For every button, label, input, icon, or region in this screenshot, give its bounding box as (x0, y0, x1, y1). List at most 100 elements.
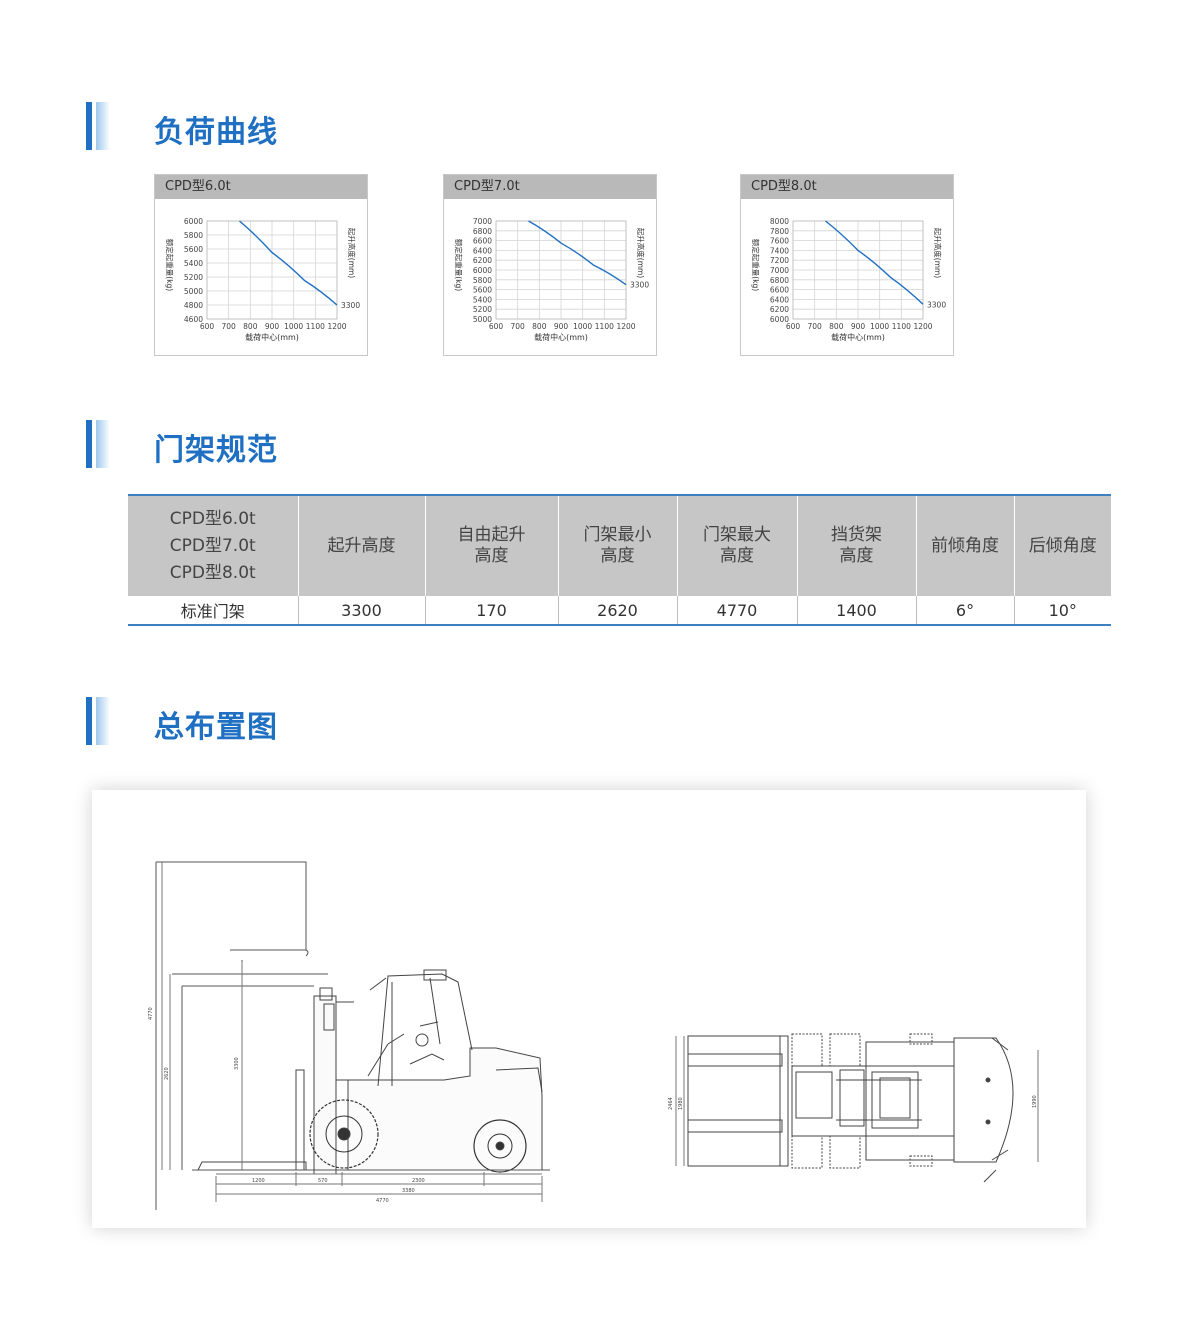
y-tick-label: 6200 (770, 305, 789, 314)
y-tick-label: 7800 (770, 227, 789, 236)
plot-frame (206, 220, 338, 320)
x-tick-label: 1200 (913, 322, 932, 331)
y-tick-label: 5400 (184, 259, 203, 268)
table-cell: 170 (425, 596, 559, 626)
y-axis-label: 额定起重量(kg) (454, 239, 464, 292)
y-tick-label: 7400 (770, 246, 789, 255)
chart-title: CPD型8.0t (741, 175, 953, 199)
y-tick-label: 6400 (473, 246, 492, 255)
model-label: CPD型8.0t (169, 562, 256, 583)
x-tick-label: 600 (200, 322, 215, 331)
table-cell: 6° (916, 596, 1015, 626)
table-cell: 4770 (677, 596, 798, 626)
x-tick-label: 800 (829, 322, 844, 331)
load-curve-line (528, 220, 627, 286)
y-tick-label: 5800 (473, 276, 492, 285)
y-tick-label: 6800 (770, 276, 789, 285)
y-tick-label: 6800 (473, 227, 492, 236)
header-min-mast-height: 门架最小 高度 (558, 494, 678, 596)
y-tick-label: 6000 (184, 217, 203, 226)
y-tick-label: 8000 (770, 217, 789, 226)
dim-label: 4770 (376, 1198, 389, 1204)
x-tick-label: 1000 (573, 322, 592, 331)
dim-label: 2464 (668, 1097, 674, 1110)
header-forward-tilt: 前倾角度 (916, 494, 1015, 596)
x-tick-label: 800 (243, 322, 258, 331)
y-tick-label: 7000 (473, 217, 492, 226)
y-tick-label: 5200 (184, 273, 203, 282)
plot-frame (495, 220, 627, 320)
table-cell: 10° (1014, 596, 1111, 626)
x-tick-label: 600 (786, 322, 801, 331)
y-tick-label: 5000 (184, 287, 203, 296)
x-tick-label: 700 (511, 322, 526, 331)
right-axis-label: 起升高度(mm) (636, 228, 646, 279)
heading-accent-bar (86, 102, 92, 150)
x-tick-label: 800 (532, 322, 547, 331)
forklift-drawing: 4770 2620 3300 1200 570 2300 3380 4770 2… (148, 861, 1039, 1210)
curve-label: 3300 (630, 281, 649, 290)
top-view (675, 1033, 1039, 1183)
y-tick-label: 5600 (473, 286, 492, 295)
y-tick-label: 4800 (184, 301, 203, 310)
x-tick-label: 1000 (284, 322, 303, 331)
x-tick-label: 700 (808, 322, 823, 331)
dimension-labels: 4770 2620 3300 1200 570 2300 3380 4770 2… (148, 1007, 1038, 1204)
y-tick-label: 6600 (473, 237, 492, 246)
y-tick-label: 5400 (473, 295, 492, 304)
section-title: 总布置图 (154, 710, 278, 745)
header-models: CPD型6.0t CPD型7.0t CPD型8.0t (128, 494, 299, 596)
dim-label: 1980 (678, 1097, 684, 1110)
heading-accent-gradient (96, 420, 110, 468)
x-axis-label: 载荷中心(mm) (245, 332, 299, 342)
load-curve-line (239, 220, 338, 306)
y-tick-label: 5800 (184, 231, 203, 240)
dim-label: 3380 (402, 1188, 415, 1194)
chart-title: CPD型6.0t (155, 175, 367, 199)
x-axis-label: 载荷中心(mm) (534, 332, 588, 342)
plot-frame (792, 220, 924, 320)
mast-spec-table: CPD型6.0t CPD型7.0t CPD型8.0t 起升高度 自由起升 高度 … (128, 494, 1111, 626)
x-tick-label: 700 (222, 322, 237, 331)
x-tick-label: 1000 (870, 322, 889, 331)
header-lift-height: 起升高度 (298, 494, 426, 596)
table-cell: 3300 (298, 596, 426, 626)
header-backward-tilt: 后倾角度 (1014, 494, 1111, 596)
y-tick-label: 4600 (184, 315, 203, 324)
dim-label: 2300 (412, 1178, 425, 1184)
y-tick-label: 6400 (770, 295, 789, 304)
table-cell: 标准门架 (128, 596, 299, 626)
heading-accent-gradient (96, 102, 110, 150)
section-title: 门架规范 (154, 433, 278, 468)
x-tick-label: 900 (554, 322, 569, 331)
y-tick-label: 5200 (473, 305, 492, 314)
y-tick-label: 7600 (770, 237, 789, 246)
y-tick-label: 6000 (473, 266, 492, 275)
x-tick-label: 600 (489, 322, 504, 331)
header-max-mast-height: 门架最大 高度 (677, 494, 798, 596)
x-tick-label: 1100 (306, 322, 325, 331)
x-tick-label: 1100 (595, 322, 614, 331)
x-tick-label: 1200 (616, 322, 635, 331)
y-tick-label: 6600 (770, 286, 789, 295)
y-tick-label: 7200 (770, 256, 789, 265)
heading-accent-bar (86, 697, 92, 745)
curve-label: 3300 (927, 300, 946, 309)
header-backrest-height: 挡货架 高度 (797, 494, 917, 596)
heading-accent-bar (86, 420, 92, 468)
table-cell: 2620 (558, 596, 678, 626)
header-free-lift: 自由起升 高度 (425, 494, 559, 596)
x-axis-label: 载荷中心(mm) (831, 332, 885, 342)
dim-label: 2620 (164, 1067, 170, 1080)
dim-label: 4770 (148, 1007, 154, 1020)
general-layout-drawing: 4770 2620 3300 1200 570 2300 3380 4770 2… (92, 790, 1086, 1228)
table-header-row: CPD型6.0t CPD型7.0t CPD型8.0t 起升高度 自由起升 高度 … (128, 494, 1111, 596)
dim-label: 570 (318, 1178, 328, 1184)
y-axis-label: 额定起重量(kg) (165, 239, 175, 292)
